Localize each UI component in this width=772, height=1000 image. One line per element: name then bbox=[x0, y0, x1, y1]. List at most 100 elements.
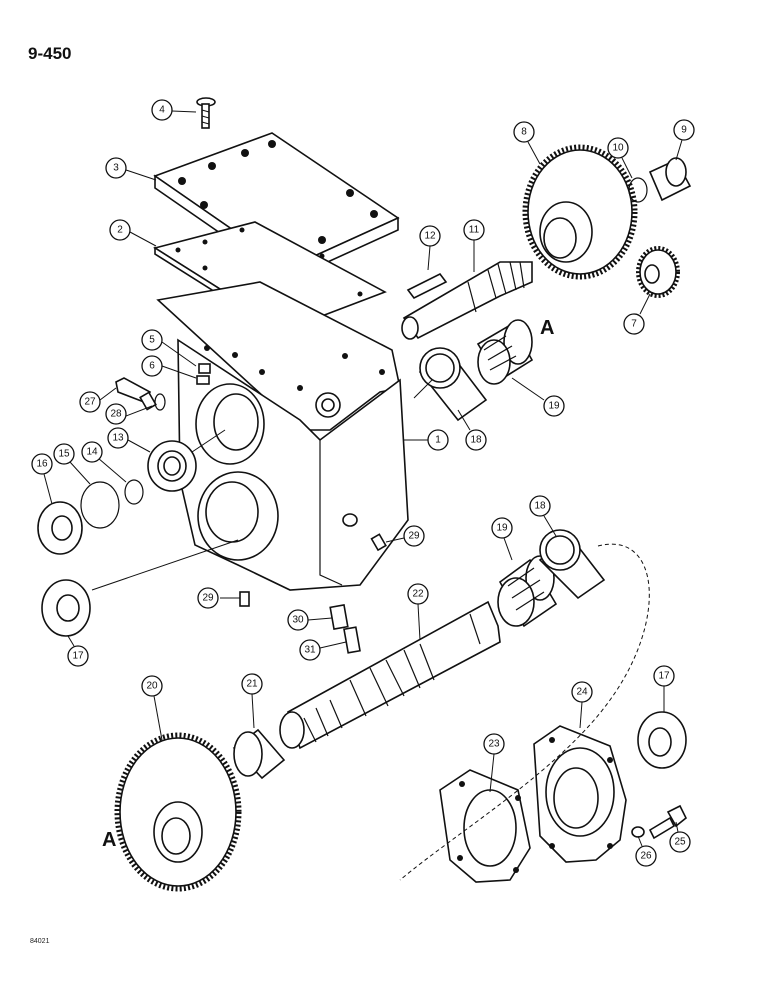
callout-7 bbox=[623, 313, 645, 335]
breather bbox=[115, 377, 166, 411]
callout-11 bbox=[463, 219, 485, 241]
upper-shaft bbox=[401, 261, 533, 340]
callout-label: 3 bbox=[113, 163, 119, 174]
callout-15 bbox=[53, 443, 75, 465]
callout-label: 4 bbox=[159, 105, 165, 116]
callout-label: 24 bbox=[576, 687, 588, 698]
cover-plate bbox=[153, 132, 400, 282]
callout-label: 12 bbox=[424, 231, 436, 242]
callout-label: 19 bbox=[548, 401, 560, 412]
callout-18 bbox=[529, 495, 551, 517]
callout-26 bbox=[635, 845, 657, 867]
reference-letter: A bbox=[102, 829, 116, 851]
callout-9 bbox=[673, 119, 695, 141]
callout-label: 20 bbox=[146, 681, 158, 692]
housing-gasket bbox=[439, 769, 531, 883]
page-number: 9-450 bbox=[28, 44, 72, 63]
callout-10 bbox=[607, 137, 629, 159]
bearing-cup bbox=[538, 529, 606, 600]
oil-seal bbox=[37, 501, 83, 555]
gearbox-housing bbox=[156, 281, 409, 591]
callout-label: 25 bbox=[674, 837, 686, 848]
callout-label: 5 bbox=[149, 335, 155, 346]
output-shaft bbox=[279, 600, 501, 750]
oil-seal bbox=[637, 711, 687, 769]
small-gear bbox=[636, 246, 680, 298]
callout-23 bbox=[483, 733, 505, 755]
reference-letter: A bbox=[540, 317, 554, 339]
ball-bearing bbox=[147, 440, 197, 492]
bushing bbox=[648, 157, 692, 202]
callout-6 bbox=[141, 355, 163, 377]
callout-label: 9 bbox=[681, 125, 687, 136]
bearing-cone bbox=[476, 319, 534, 385]
fitting-adapter bbox=[329, 604, 349, 630]
callout-label: 17 bbox=[658, 671, 670, 682]
plug-fitting bbox=[196, 363, 211, 385]
grease-fitting bbox=[370, 533, 387, 552]
callout-14 bbox=[81, 441, 103, 463]
hex-bolt bbox=[648, 804, 688, 840]
screw bbox=[196, 97, 216, 129]
callout-31 bbox=[299, 639, 321, 661]
callout-label: 10 bbox=[612, 143, 624, 154]
callout-label: 7 bbox=[631, 319, 637, 330]
callout-8 bbox=[513, 121, 535, 143]
callout-29 bbox=[403, 525, 425, 547]
callout-label: 18 bbox=[534, 501, 546, 512]
callout-29 bbox=[197, 587, 219, 609]
callout-label: 26 bbox=[640, 851, 652, 862]
callout-4 bbox=[151, 99, 173, 121]
lock-washer bbox=[631, 826, 645, 838]
callout-label: 19 bbox=[496, 523, 508, 534]
callout-label: 1 bbox=[435, 435, 441, 446]
plug bbox=[343, 626, 361, 654]
callout-label: 28 bbox=[110, 409, 122, 420]
callout-1 bbox=[427, 429, 449, 451]
key bbox=[406, 272, 448, 300]
callouts: 4 3 2 5 6 27 28 13 16 15 14 29 bbox=[31, 99, 695, 867]
callout-label: 30 bbox=[292, 615, 304, 626]
callout-20 bbox=[141, 675, 163, 697]
callout-label: 29 bbox=[202, 593, 214, 604]
callout-24 bbox=[571, 681, 593, 703]
callout-label: 21 bbox=[246, 679, 258, 690]
callout-label: 13 bbox=[112, 433, 124, 444]
bearing-housing bbox=[533, 725, 627, 863]
oil-seal bbox=[41, 579, 91, 637]
callout-17 bbox=[67, 645, 89, 667]
callout-22 bbox=[407, 583, 429, 605]
callout-16 bbox=[31, 453, 53, 475]
callout-19 bbox=[491, 517, 513, 539]
callout-17 bbox=[653, 665, 675, 687]
callout-label: 22 bbox=[412, 589, 424, 600]
callout-label: 17 bbox=[72, 651, 84, 662]
callout-27 bbox=[79, 391, 101, 413]
spacer-bushing bbox=[232, 728, 286, 780]
callout-label: 11 bbox=[469, 225, 480, 236]
callout-label: 6 bbox=[149, 361, 155, 372]
callout-label: 31 bbox=[304, 645, 316, 656]
bearing-cup bbox=[418, 347, 488, 422]
callout-12 bbox=[419, 225, 441, 247]
grease-fitting bbox=[239, 591, 250, 607]
callout-label: 27 bbox=[84, 397, 96, 408]
retaining-ring bbox=[80, 481, 120, 529]
output-gear bbox=[114, 732, 242, 892]
callout-label: 14 bbox=[86, 447, 98, 458]
callout-3 bbox=[105, 157, 127, 179]
callout-25 bbox=[669, 831, 691, 853]
snap-ring bbox=[628, 177, 648, 203]
callout-label: 16 bbox=[36, 459, 48, 470]
callout-13 bbox=[107, 427, 129, 449]
callout-label: 2 bbox=[117, 225, 123, 236]
callout-19 bbox=[543, 395, 565, 417]
callout-30 bbox=[287, 609, 309, 631]
callout-2 bbox=[109, 219, 131, 241]
callout-label: 18 bbox=[470, 435, 482, 446]
callout-label: 15 bbox=[58, 449, 70, 460]
bearing-cone bbox=[497, 555, 558, 628]
callout-label: 23 bbox=[488, 739, 500, 750]
callout-18 bbox=[465, 429, 487, 451]
